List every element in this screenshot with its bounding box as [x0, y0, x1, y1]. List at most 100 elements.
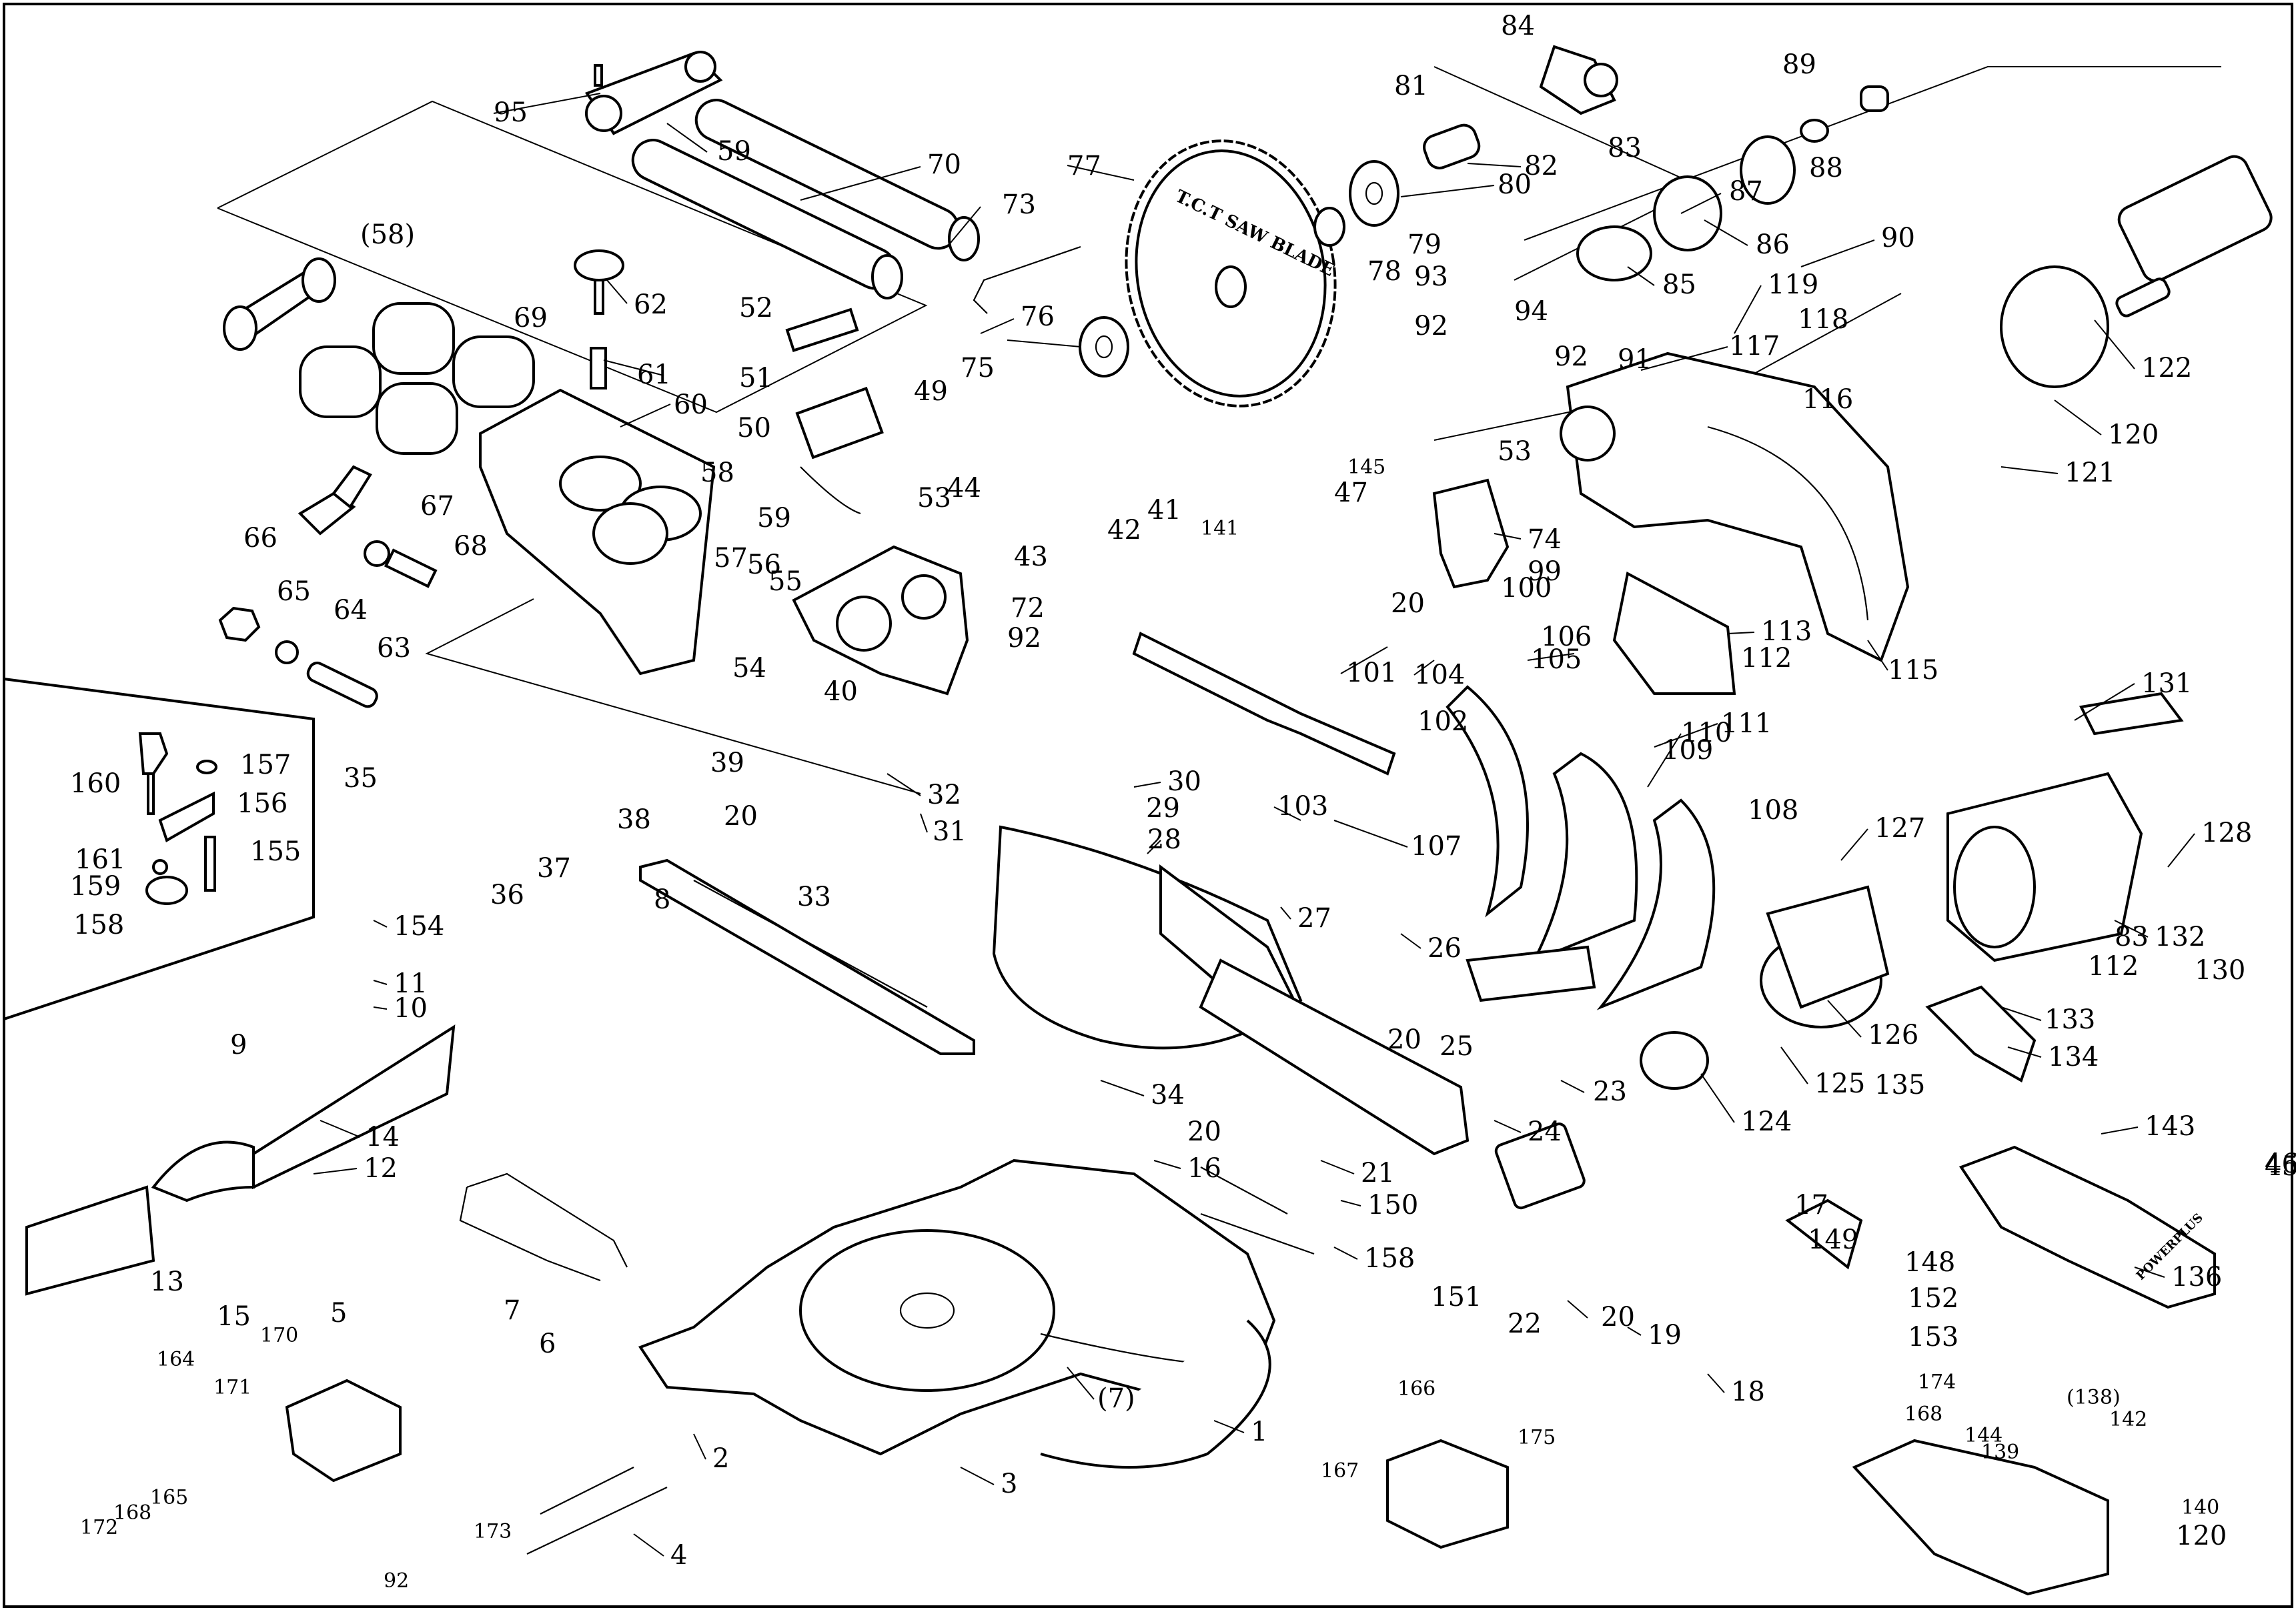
part-label: 110 [1681, 718, 1732, 748]
part-label: 141 [1201, 517, 1239, 540]
part-label: 115 [1888, 655, 1938, 686]
part-label: 18 [1731, 1377, 1765, 1407]
plate-58 [223, 257, 336, 351]
part-label: 55 [768, 566, 802, 597]
part-label: 22 [1508, 1309, 1542, 1339]
part-label: 78 [1367, 256, 1401, 287]
leader-line [1654, 723, 1718, 748]
arm-housing [479, 388, 716, 676]
part-label: 20 [1391, 588, 1425, 619]
part-label: 81 [1394, 71, 1428, 101]
leader-line [1467, 163, 1522, 167]
part-label: 15 [217, 1301, 251, 1332]
part-label: 161 [75, 844, 125, 875]
rail-tubes [631, 99, 980, 299]
part-label: 30 [1167, 766, 1201, 797]
part-label: 101 [1346, 658, 1397, 688]
part-label: 20 [1387, 1024, 1421, 1055]
part-label: 74 [1528, 524, 1562, 555]
part-label: 23 [1593, 1076, 1627, 1107]
part-label: 42 [1107, 515, 1141, 546]
part-label: 83 [2115, 922, 2149, 952]
leader-line [1527, 653, 1575, 661]
part-label: 135 [1874, 1070, 1925, 1100]
part-label: 151 [1431, 1282, 1482, 1313]
leader-line [1567, 1300, 1588, 1319]
part-label: 33 [797, 882, 831, 912]
part-label: 153 [1908, 1322, 1958, 1353]
part-label: 148 [1904, 1247, 1955, 1278]
part-label: 131 [2141, 668, 2192, 699]
part-label: 108 [1748, 795, 1798, 826]
part-label: 92 [1554, 341, 1588, 372]
part-label: 49 [914, 376, 948, 407]
leader-line [2000, 466, 2059, 474]
lower-guard [1446, 571, 1736, 1010]
part-label: 134 [2048, 1042, 2099, 1072]
leader-line [1413, 660, 1435, 676]
leader-line [1627, 1327, 1642, 1336]
part-label: 92 [384, 1569, 409, 1593]
leader-line [1640, 346, 1728, 371]
part-label: 11 [394, 968, 428, 999]
part-label: 172 [80, 1516, 118, 1539]
dust-port [1432, 478, 1510, 589]
part-label: 128 [2201, 818, 2252, 848]
part-label: 53 [1498, 436, 1532, 467]
leader-line [2007, 1046, 2042, 1058]
part-label: 3 [1001, 1469, 1017, 1499]
leader-line [373, 980, 388, 985]
part-label: 47 [1334, 478, 1368, 508]
leader-line [320, 1120, 361, 1138]
leader-line [1727, 632, 1755, 634]
part-label: 31 [933, 816, 967, 847]
leader-line [1213, 1420, 1245, 1433]
part-label: 160 [70, 768, 121, 799]
part-label: 32 [927, 780, 961, 810]
knob-and-spring [574, 249, 624, 389]
link-101 [1132, 632, 1396, 776]
part-label: 73 [1002, 189, 1036, 220]
part-label: 145 [1347, 456, 1385, 479]
part-label: 21 [1361, 1158, 1395, 1188]
flange-76 [1079, 316, 1129, 377]
flange-79 [1349, 160, 1399, 227]
leader-line [2101, 1126, 2139, 1134]
part-label: (138) [2067, 1386, 2121, 1409]
part-label: 156 [237, 788, 288, 819]
part-label: 122 [2141, 353, 2192, 383]
part-label: 144 [1964, 1424, 2002, 1447]
part-label: 126 [1868, 1020, 1918, 1050]
part-label: 104 [1414, 660, 1465, 690]
leader-line [1333, 1247, 1358, 1260]
part-label: 50 [737, 413, 771, 444]
part-label: 142 [2109, 1408, 2147, 1431]
part-label: 19 [1648, 1320, 1682, 1351]
part-label: 95 [494, 97, 528, 128]
part-label: 69 [514, 303, 548, 333]
part-label: 133 [2045, 1004, 2095, 1035]
part-label: 159 [70, 871, 121, 902]
part-label: (58) [360, 219, 415, 250]
part-label: 44 [947, 473, 981, 504]
part-label: 140 [2181, 1496, 2219, 1519]
leader-line [1827, 1000, 1862, 1038]
part-label: 111 [1721, 708, 1772, 739]
spindle-parts [1423, 45, 1889, 281]
leader-line [887, 773, 921, 796]
part-label: 109 [1662, 735, 1713, 766]
fence-33 [639, 858, 975, 1055]
leader-line [633, 1533, 664, 1557]
part-label: 171 [213, 1376, 251, 1399]
leader-line [2054, 399, 2102, 436]
handle-base [1852, 1439, 2109, 1596]
part-label: 106 [1541, 622, 1592, 652]
part-label: 149 [1808, 1225, 1858, 1255]
part-label: 52 [739, 293, 773, 323]
part-label: 155 [250, 836, 301, 867]
part-label: 118 [1798, 304, 1848, 335]
part-label: 125 [1814, 1068, 1865, 1099]
part-label: 64 [334, 595, 368, 626]
